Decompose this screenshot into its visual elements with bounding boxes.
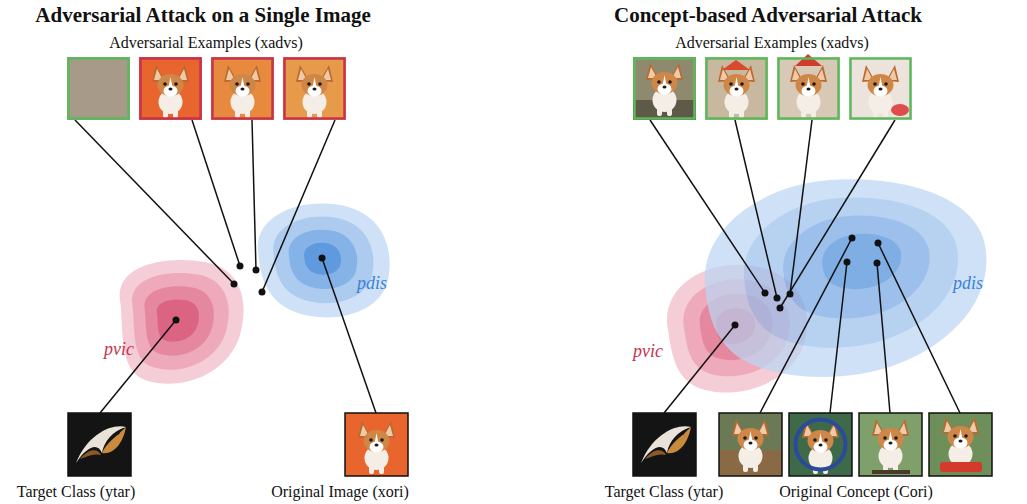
distractor-distribution [258, 203, 390, 317]
image-caption: Target Class (ytar) [605, 483, 724, 501]
sample-dots [732, 235, 882, 329]
distribution-label: pvic [104, 340, 134, 360]
panel-title: Concept-based Adversarial Attack [614, 4, 922, 27]
image-caption: Original Image (xori) [271, 483, 409, 501]
adversarial-images [67, 57, 346, 120]
leader-lines [650, 120, 960, 413]
reference-images [633, 413, 992, 476]
group-label: Adversarial Examples (xadvs) [675, 34, 869, 52]
image-caption: Target Class (ytar) [17, 483, 136, 501]
reference-images [68, 413, 408, 476]
panel-title: Adversarial Attack on a Single Image [35, 4, 370, 27]
adversarial-images [633, 54, 912, 120]
sample-dots [173, 255, 326, 324]
distribution-label: pdis [953, 274, 983, 294]
group-label: Adversarial Examples (xadvs) [109, 34, 303, 52]
distribution-label: pdis [357, 274, 387, 294]
distribution-label: pvic [633, 342, 663, 362]
leader-lines [75, 120, 376, 413]
image-caption: Original Concept (Cori) [779, 483, 933, 501]
